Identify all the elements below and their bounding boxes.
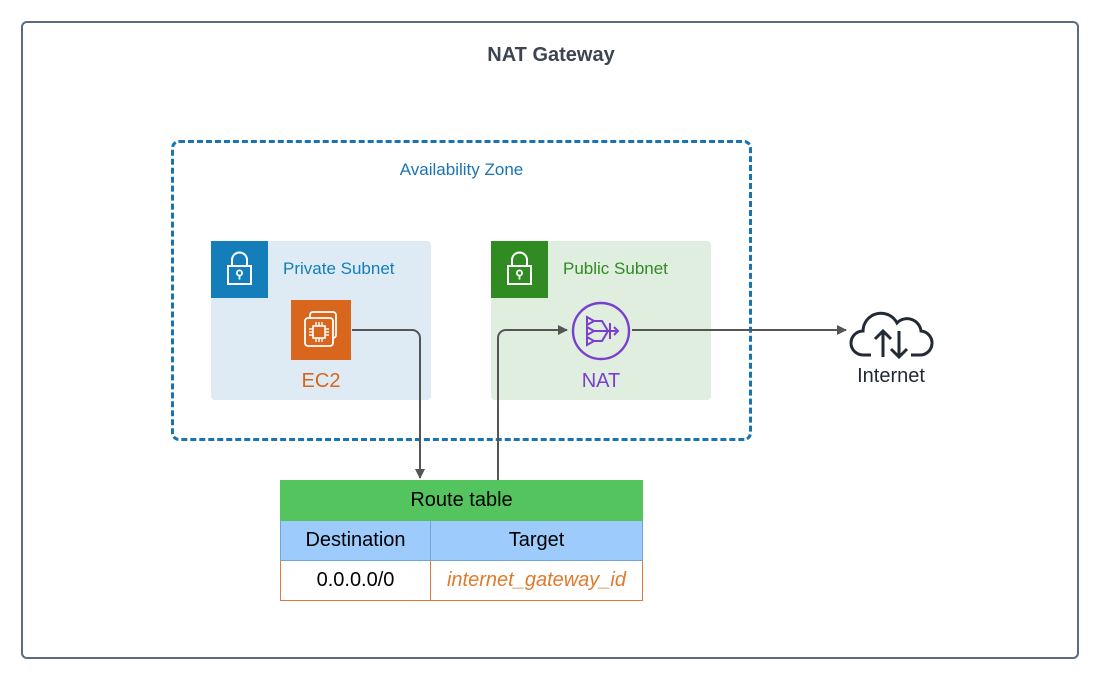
lock-icon bbox=[211, 241, 268, 298]
cloud-upload-download-icon bbox=[849, 309, 935, 361]
table-row: 0.0.0.0/0 internet_gateway_id bbox=[280, 560, 643, 601]
public-subnet-label: Public Subnet bbox=[563, 259, 668, 278]
column-header-target: Target bbox=[430, 520, 643, 561]
ec2-label: EC2 bbox=[301, 370, 341, 392]
target-cell: internet_gateway_id bbox=[430, 560, 643, 601]
ec2-chip-icon bbox=[291, 300, 351, 360]
diagram-title: NAT Gateway bbox=[487, 44, 615, 66]
destination-cell: 0.0.0.0/0 bbox=[280, 560, 431, 601]
availability-zone-box bbox=[171, 140, 752, 441]
column-header-destination: Destination bbox=[280, 520, 431, 561]
lock-icon bbox=[491, 241, 548, 298]
route-table-title: Route table bbox=[280, 480, 643, 521]
internet-label: Internet bbox=[857, 365, 925, 387]
private-subnet-label: Private Subnet bbox=[283, 259, 395, 278]
availability-zone-label: Availability Zone bbox=[399, 160, 524, 179]
route-table: Route table Destination Target 0.0.0.0/0… bbox=[280, 480, 643, 601]
nat-gateway-icon bbox=[570, 300, 632, 362]
diagram-frame bbox=[21, 21, 1079, 659]
nat-label: NAT bbox=[581, 370, 621, 392]
